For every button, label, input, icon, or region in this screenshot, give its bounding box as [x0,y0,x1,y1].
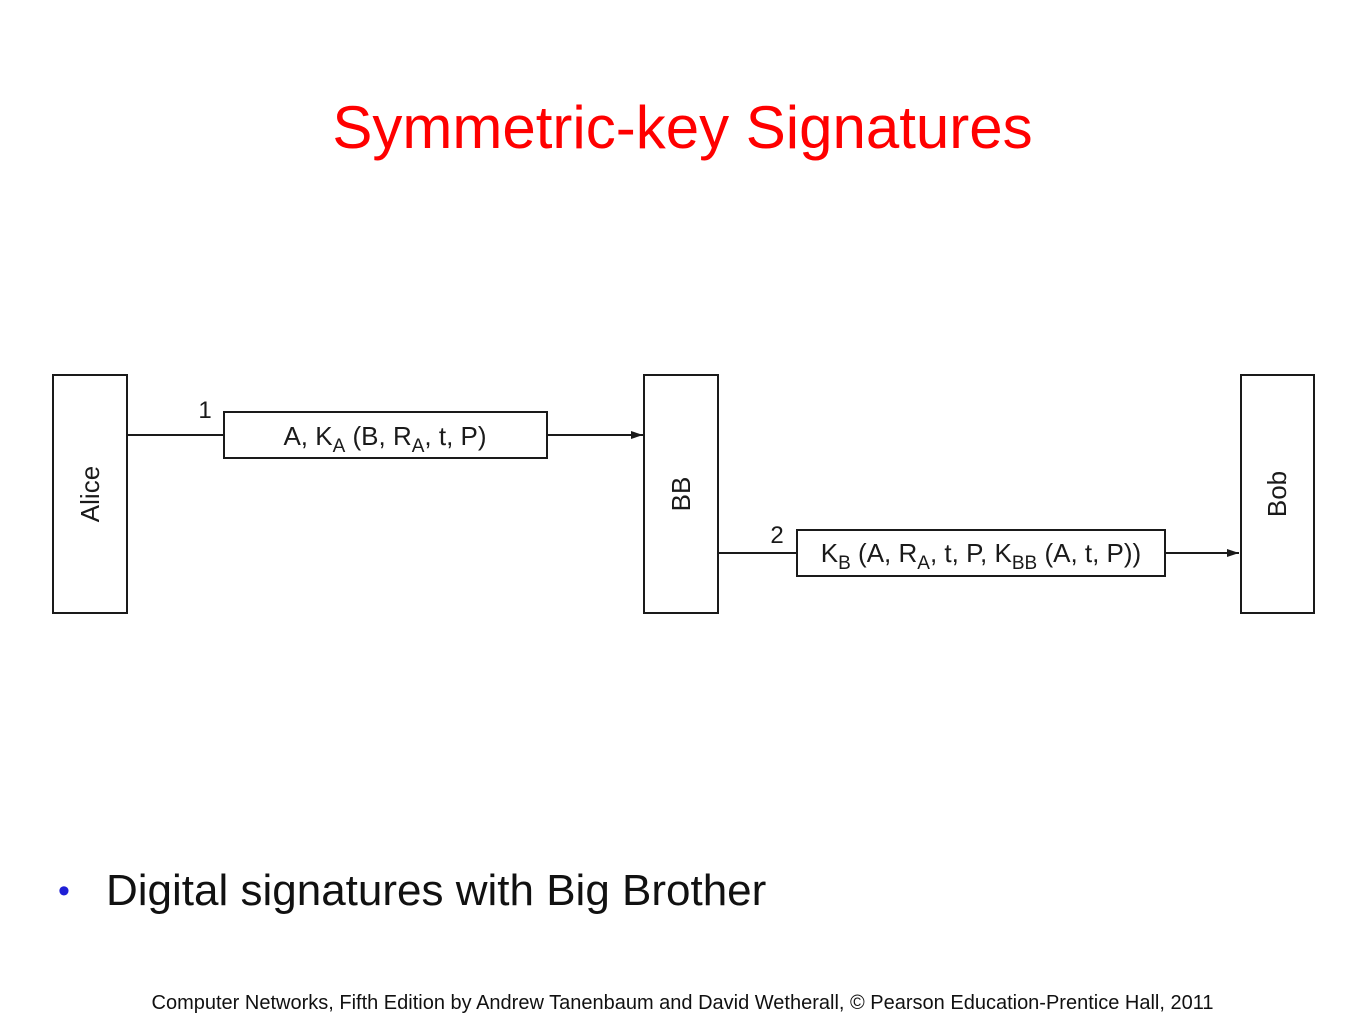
message-1: 1 A, KA (B, RA, t, P) [127,397,643,459]
message-1-step: 1 [198,397,211,424]
bullet-text: Digital signatures with Big Brother [106,866,767,915]
slide-title: Symmetric-key Signatures [332,94,1033,161]
message-segment: A, K [283,421,333,451]
message-segment: (A, t, P)) [1037,538,1141,568]
message-segment: K [821,538,839,568]
slide-footer: Computer Networks, Fifth Edition by Andr… [151,992,1214,1014]
message-2: 2 KB (A, RA, t, P, KBB (A, t, P)) [718,522,1239,577]
bb-label: BB [666,477,696,512]
message-segment: , t, P, K [930,538,1013,568]
message-1-content: A, KA (B, RA, t, P) [283,421,486,457]
message-subscript: A [917,553,930,574]
message-2-content: KB (A, RA, t, P, KBB (A, t, P)) [821,538,1141,574]
alice-box: Alice [52,374,128,614]
message-subscript: A [412,436,425,457]
bob-box: Bob [1240,374,1315,614]
message-segment: (B, R [345,421,411,451]
message-subscript: B [838,553,851,574]
bb-box: BB [643,374,719,614]
message-segment: , t, P) [424,421,486,451]
message-segment: (A, R [851,538,917,568]
message-2-step: 2 [770,522,783,549]
bullet-item: • Digital signatures with Big Brother [58,862,766,920]
bullet-dot-icon: • [58,872,70,910]
bob-label: Bob [1262,471,1292,517]
message-subscript: BB [1012,553,1037,574]
message-2-box [796,529,1166,577]
message-subscript: A [333,436,346,457]
message-1-box [223,411,548,459]
alice-label: Alice [75,466,105,522]
